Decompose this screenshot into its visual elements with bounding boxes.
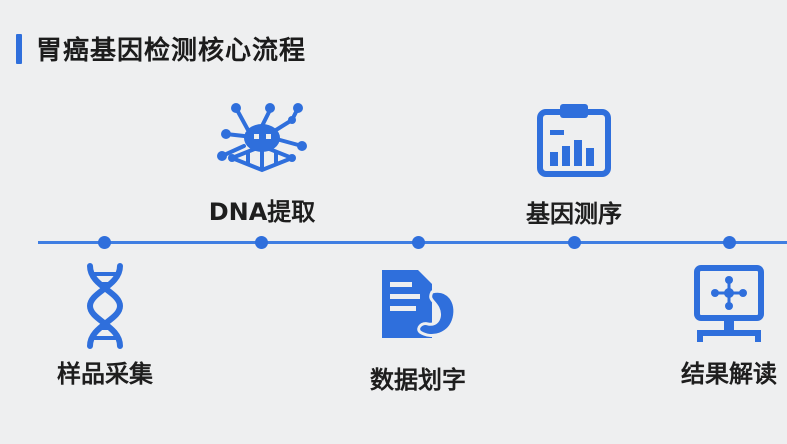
dna-helix-icon: [86, 263, 124, 349]
timeline-dot: [98, 236, 111, 249]
step-label: 样品采集: [57, 360, 153, 388]
timeline-dot: [412, 236, 425, 249]
step-result-interpretation: 结果解读: [644, 264, 787, 389]
step-label: 数据划字: [370, 366, 466, 394]
step-sample-collection: 样品采集: [20, 262, 190, 389]
step-label: 结果解读: [681, 360, 777, 388]
document-stomach-icon: [382, 270, 457, 338]
clipboard-bar-chart-icon: [537, 104, 611, 177]
title-accent-bar: [16, 33, 22, 64]
step-label: 基因测序: [526, 200, 622, 228]
page-title: 胃癌基因检测核心流程: [36, 36, 307, 66]
timeline-dot: [255, 236, 268, 249]
molecule-network-icon: [217, 103, 307, 173]
monitor-network-icon: [694, 265, 764, 342]
step-dna-extraction: DNA提取: [177, 100, 347, 227]
step-data-annotation: 数据划字: [333, 266, 503, 395]
timeline-dot: [723, 236, 736, 249]
step-gene-sequencing: 基因测序: [489, 102, 659, 229]
step-label: DNA提取: [208, 198, 316, 226]
title-group: 胃癌基因检测核心流程: [16, 30, 306, 67]
timeline-dot: [568, 236, 581, 249]
